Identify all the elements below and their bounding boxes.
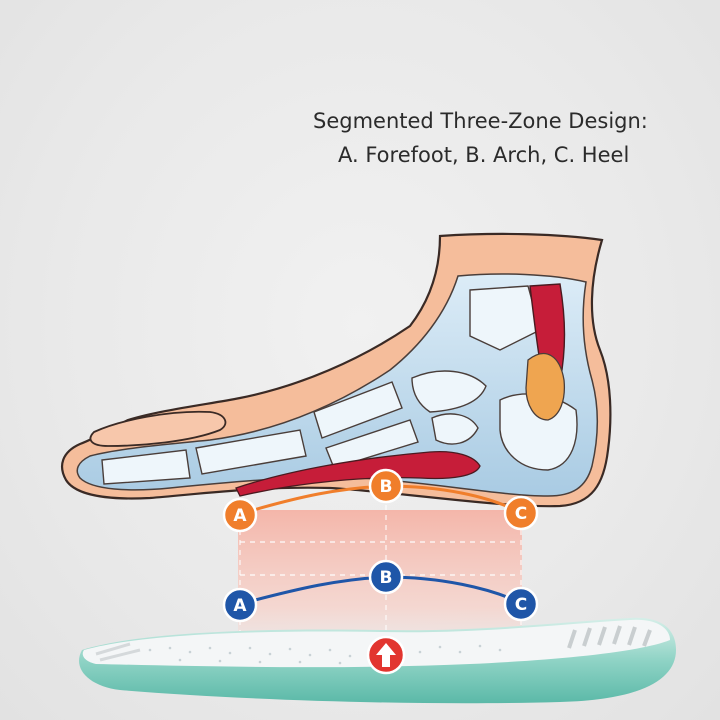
pressure-band (238, 495, 522, 650)
zone-marker-bottom-b: B (368, 559, 404, 595)
svg-text:B: B (380, 568, 393, 588)
svg-text:C: C (515, 504, 527, 524)
zone-marker-top-c: C (503, 495, 539, 531)
design-heading: Segmented Three-Zone Design: A. Forefoot… (250, 104, 690, 172)
svg-text:A: A (233, 596, 247, 616)
heel-cup-ribs (567, 625, 652, 649)
svg-text:B: B (380, 477, 393, 497)
foot-anatomy (61, 232, 612, 508)
zone-marker-bottom-a: A (222, 587, 258, 623)
zone-marker-top-a: A (222, 497, 258, 533)
toe-ribs (95, 642, 141, 662)
plantar-muscle (235, 450, 481, 497)
insole-perforations (148, 644, 502, 665)
zone-marker-top-b: B (368, 468, 404, 504)
svg-text:A: A (233, 506, 247, 526)
svg-text:C: C (515, 595, 527, 615)
zone-marker-bottom-c: C (503, 586, 539, 622)
heel-fat-pad (525, 352, 566, 421)
heading-line-2: A. Forefoot, B. Arch, C. Heel (338, 143, 630, 167)
up-arrow-icon (366, 635, 406, 675)
heading-line-1: Segmented Three-Zone Design: (313, 109, 648, 133)
